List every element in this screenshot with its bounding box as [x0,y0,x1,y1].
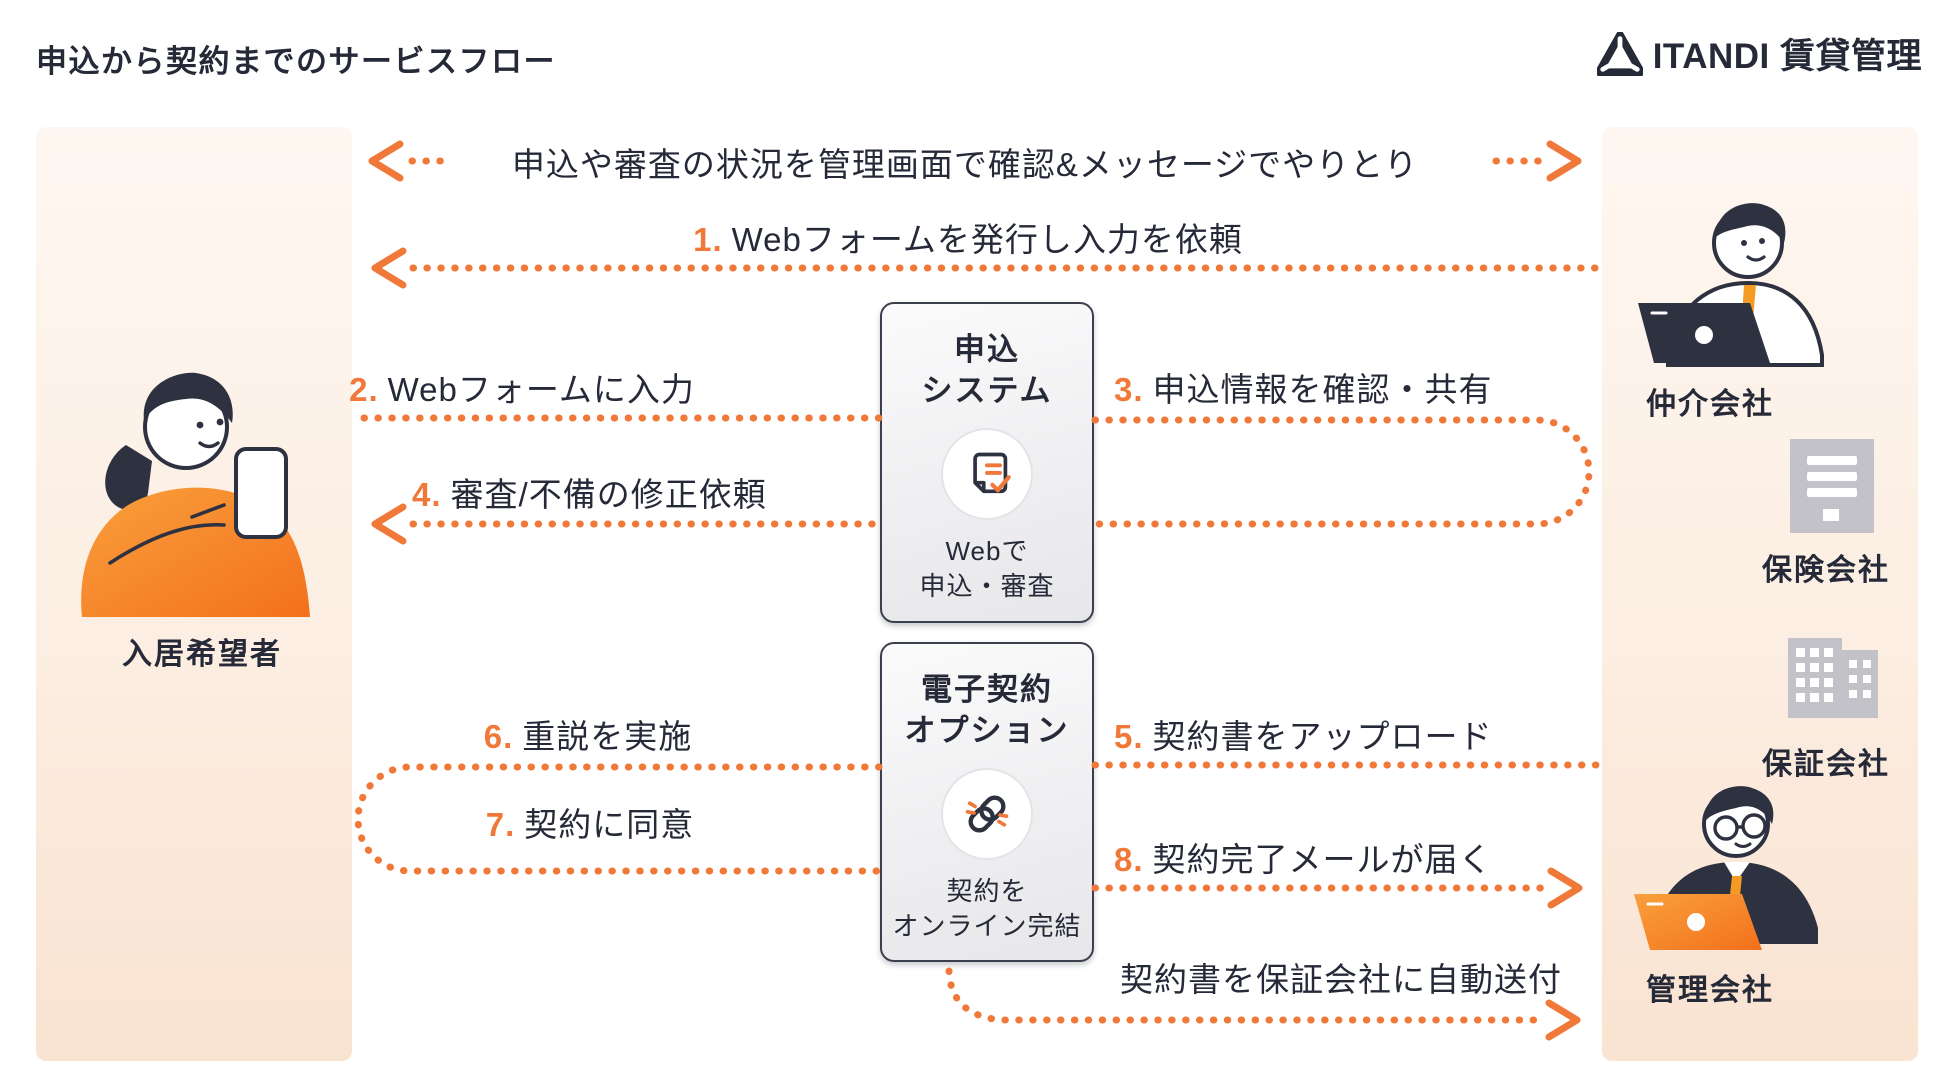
application-document-check-icon [973,452,1011,493]
guarantor-buildings-icon [1788,638,1878,718]
page-title: 申込から契約までのサービスフロー [36,44,556,79]
flow-step-2: 2.Webフォームに入力 [349,371,695,408]
woman-with-phone-illustration [81,372,310,617]
step-number: 8. [1114,841,1144,878]
broker-label: 仲介会社 [1646,388,1774,421]
manager-label: 管理会社 [1646,974,1774,1007]
chain-link-icon [965,795,1009,833]
flow-step-7: 7.契約に同意 [485,806,695,843]
e-contract-option-box: 電子契約 オプション 契約を オンライン完結 [880,642,1094,962]
e-contract-caption: 契約を オンライン完結 [892,875,1082,941]
arrow-top-right-chevron [1546,140,1582,182]
brand-name: ITANDI 賃貸管理 [1652,37,1922,76]
arrow-top-left-chevron [368,140,404,182]
flow-bottom-label: 契約書を保証会社に自動送付 [1120,961,1562,998]
application-system-title: 申込 システム [921,332,1053,408]
step-number: 4. [412,476,442,513]
tenant-panel: 入居希望者 [36,127,352,1061]
flow-step-3: 3.申込情報を確認・共有 [1114,371,1493,408]
application-system-caption: Webで 申込・審査 [919,535,1055,601]
brand-logo: ITANDI 賃貸管理 [1596,28,1922,79]
step-number: 6. [483,718,514,755]
insurance-label: 保険会社 [1762,554,1890,587]
application-system-box: 申込 システム Webで 申込・審査 [880,302,1094,623]
manager-man-at-laptop-illustration [1634,786,1818,950]
arrow-step1-chevron [371,247,407,289]
flow-step-6: 6.重説を実施 [483,718,693,755]
guarantor-label: 保証会社 [1762,748,1890,781]
arrow-step3-uturn-dots [1091,416,1593,528]
arrow-step4-chevron [371,503,407,545]
broker-man-at-laptop-illustration [1638,203,1824,367]
companies-panel: 仲介会社 保険会社 保証会社 [1602,127,1918,1061]
arrow-step8-chevron [1547,867,1583,909]
step-number: 3. [1114,371,1144,408]
flow-step-4: 4.審査/不備の修正依頼 [412,476,767,513]
flow-step-1: 1.Webフォームを発行し入力を依頼 [693,221,1243,258]
flow-step-8: 8.契約完了メールが届く [1114,841,1493,878]
itandi-triangle-logo-icon [1596,31,1643,76]
step-number: 7. [485,806,516,843]
application-system-icon-circle [941,427,1033,520]
flow-step-5: 5.契約書をアップロード [1114,718,1493,755]
step-number: 5. [1114,718,1144,755]
arrow-bottom-chevron [1545,999,1581,1041]
tenant-label: 入居希望者 [122,638,282,671]
flow-top-label: 申込や審査の状況を管理画面で確認&メッセージでやりとり [511,146,1419,183]
e-contract-option-title: 電子契約 オプション [904,672,1070,748]
e-contract-icon-circle [941,767,1033,860]
step-number: 2. [349,371,379,408]
step-number: 1. [693,221,723,258]
insurance-building-icon [1790,439,1874,533]
